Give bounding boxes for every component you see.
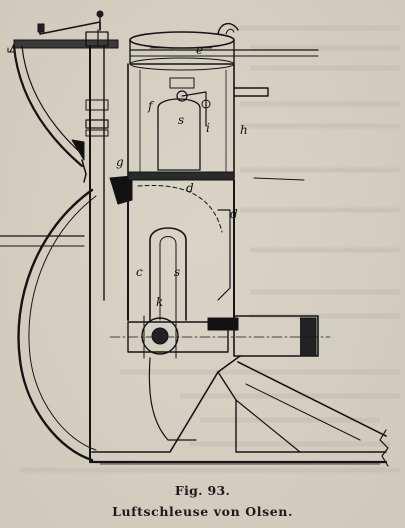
figure-number: Fig. 93. bbox=[174, 483, 231, 498]
top-drum bbox=[129, 23, 239, 71]
figure-title: Luftschleuse von Olsen. bbox=[112, 504, 293, 519]
base-frame bbox=[88, 355, 389, 467]
shell-outer-wall bbox=[7, 44, 97, 462]
floor-lines bbox=[0, 235, 85, 247]
label-k: k bbox=[156, 295, 163, 309]
label-c: c bbox=[136, 265, 143, 279]
label-d-right: d bbox=[230, 207, 238, 221]
label-e: e bbox=[196, 43, 203, 57]
hatch-block-lower bbox=[207, 317, 239, 331]
label-s-upper: s bbox=[178, 113, 184, 127]
bleed-through-text bbox=[20, 25, 400, 473]
label-g: g bbox=[116, 155, 124, 169]
label-i: i bbox=[206, 121, 210, 135]
deck-plate bbox=[9, 39, 319, 57]
label-f: f bbox=[147, 99, 155, 113]
middle-plate bbox=[127, 171, 235, 321]
main-shaft bbox=[37, 10, 109, 463]
hatch-wedge-g bbox=[109, 175, 133, 205]
inner-loop bbox=[149, 227, 187, 321]
airlock-drawing: e f s i h g d d c s k bbox=[0, 10, 400, 473]
callout-labels: e f s i h g d d c s k bbox=[116, 43, 248, 309]
label-d-upper: d bbox=[186, 181, 194, 195]
drive-shaft bbox=[109, 315, 331, 359]
hatch-wedge-upper bbox=[71, 139, 85, 161]
upper-chamber bbox=[127, 63, 305, 181]
label-s-lower: s bbox=[174, 265, 180, 279]
label-h: h bbox=[240, 123, 248, 137]
